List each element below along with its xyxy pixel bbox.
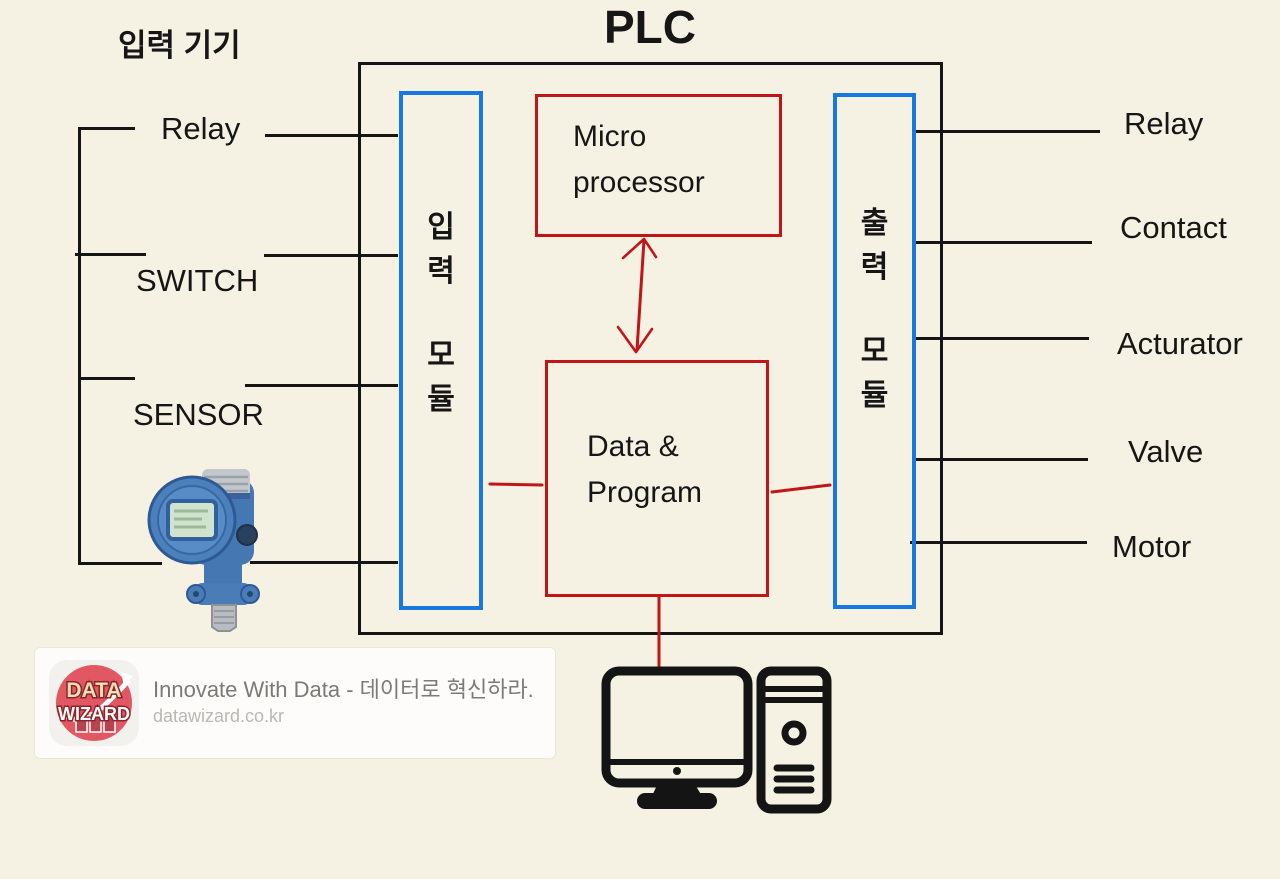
input-device-relay-label: Relay [161,111,241,146]
input-module-char: 입 [427,211,455,244]
pressure-transmitter-icon [147,469,260,632]
valve-output-connector-line [916,458,1088,461]
microprocessor-box [535,94,782,237]
data-program-label-line2: Program [587,476,703,509]
data-wizard-logo-icon: DATA WIZARD [56,665,133,741]
input-device-sensor-label: SENSOR [133,397,264,432]
logo-text-wizard: WIZARD [58,704,130,724]
output-module-char: 출 [860,207,889,240]
plc-title: PLC [604,1,696,53]
sensor-input-connector-line [245,384,398,387]
motor-output-connector-line [910,541,1087,544]
watermark-url: datawizard.co.kr [153,706,285,726]
contact-output-connector-line [916,241,1092,244]
input-module-char: 모 [427,339,455,372]
output-module-label: 출 력 모 듈 [833,202,916,418]
relay-input-connector-line [265,134,398,137]
output-module-char: 력 [860,251,889,284]
device-bracket-stub [78,562,162,565]
data-program-box [545,360,769,597]
output-device-acturator-label: Acturator [1117,326,1243,361]
data-program-label: Data & Program [587,424,702,516]
output-module-box [833,93,916,609]
input-devices-title: 입력 기기 [118,28,241,63]
sensor-bracket-stub [81,377,135,380]
watermark-slogan: Innovate With Data - 데이터로 혁신하라. [153,677,534,702]
acturator-output-connector-line [916,337,1089,340]
microprocessor-label: Micro processor [573,114,705,206]
input-module-char: 듈 [427,383,455,416]
input-device-switch-label: SWITCH [136,263,259,298]
output-device-valve-label: Valve [1128,434,1204,469]
microprocessor-label-line2: processor [573,166,705,199]
data-wizard-logo: DATA WIZARD [49,660,139,746]
output-device-contact-label: Contact [1120,210,1227,245]
input-module-box [399,91,483,610]
microprocessor-label-line1: Micro [573,120,647,153]
switch-input-connector-line [264,254,398,257]
switch-bracket-stub [75,253,146,256]
input-module-label: 입 력 모 듈 [399,206,483,422]
logo-text-data: DATA [66,679,121,702]
transmitter-input-connector-line [250,561,398,564]
output-module-char: 듈 [860,379,889,412]
output-device-motor-label: Motor [1112,529,1192,564]
output-module-char: 모 [860,335,889,368]
input-module-char: 력 [427,255,455,288]
desktop-computer-icon [601,666,832,814]
output-device-relay-label: Relay [1124,106,1204,141]
watermark-banner: DATA WIZARD Innovate With Data - 데이터로 혁신… [35,648,555,758]
data-program-label-line1: Data & [587,430,679,463]
relay-bracket-stub [78,127,135,130]
plc-outer-box [358,62,943,635]
relay-output-connector-line [916,130,1100,133]
left-bracket-vertical-line [78,127,81,565]
